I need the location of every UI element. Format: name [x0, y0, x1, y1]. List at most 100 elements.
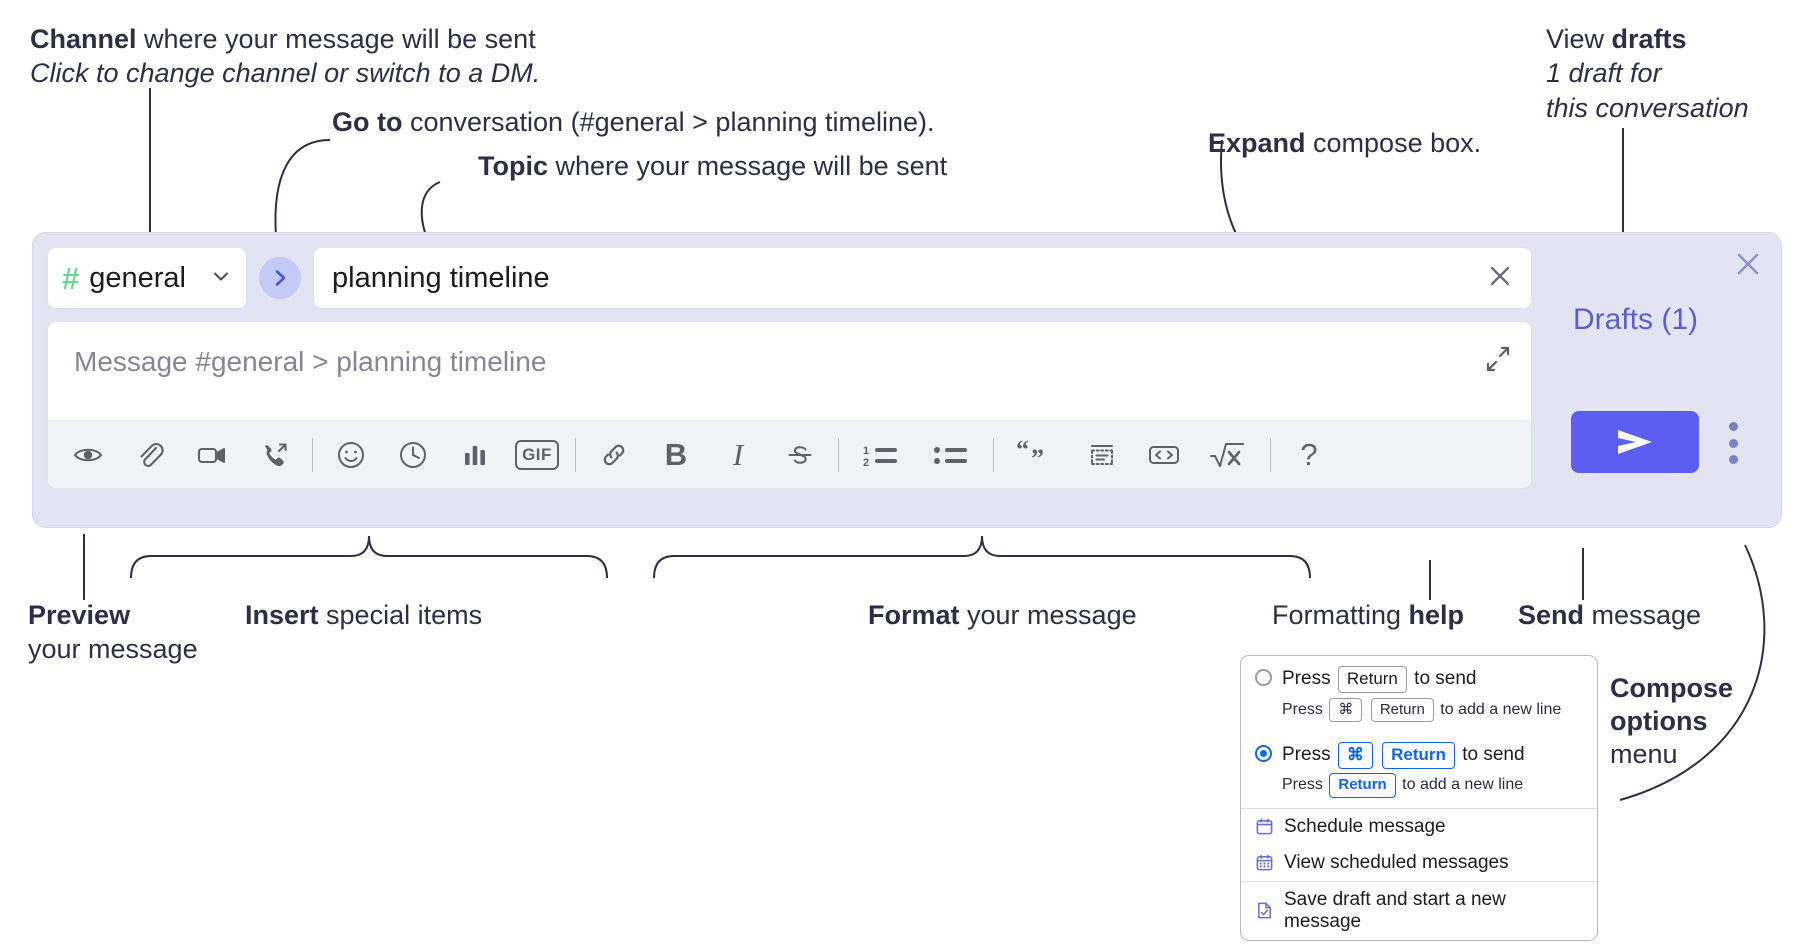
calendar-grid-icon	[1255, 853, 1274, 872]
opt2sub-post: to add a new line	[1402, 776, 1524, 794]
menu-item-schedule-message[interactable]: Schedule message	[1241, 809, 1597, 845]
annotation-compose-bold1: Compose	[1610, 673, 1734, 703]
send-option-return[interactable]: Press Return to send	[1241, 656, 1597, 694]
opt1-post: to send	[1414, 668, 1477, 689]
annotation-send: Send message	[1518, 598, 1701, 632]
expand-icon[interactable]	[1483, 344, 1513, 379]
annotation-send-rest: message	[1584, 600, 1702, 630]
svg-text:1: 1	[863, 445, 869, 457]
annotation-help-pre: Formatting	[1272, 600, 1409, 630]
close-icon[interactable]	[1733, 249, 1763, 279]
dot-2	[1728, 438, 1738, 448]
compose-options-button[interactable]	[1721, 417, 1745, 469]
annotation-preview-sub: your message	[28, 634, 198, 665]
go-to-conversation-button[interactable]	[259, 257, 301, 299]
send-option-return-label: Press Return to send	[1282, 665, 1477, 694]
annotation-expand: Expand compose box.	[1208, 126, 1481, 160]
preview-icon[interactable]	[64, 431, 112, 479]
clear-topic-icon[interactable]	[1485, 261, 1515, 296]
annotation-topic: Topic where your message will be sent	[478, 149, 947, 183]
annotation-insert-bold: Insert	[245, 600, 319, 630]
composer-header-row: # general planning timeline	[47, 247, 1532, 309]
send-option-cmd-return-sub: Press Return to add a new line	[1241, 769, 1597, 807]
menu-item-view-scheduled[interactable]: View scheduled messages	[1241, 845, 1597, 881]
annotation-goto: Go to conversation (#general > planning …	[332, 105, 935, 139]
blockquote-icon[interactable]: “ ”	[1008, 431, 1064, 479]
opt2sub-pre: Press	[1282, 776, 1323, 794]
hash-icon: #	[62, 260, 80, 296]
annotation-insert-rest: special items	[318, 600, 483, 630]
attachment-icon[interactable]	[126, 431, 174, 479]
annotation-preview-bold: Preview	[28, 600, 131, 630]
opt1sub-pre: Press	[1282, 700, 1323, 718]
poll-icon[interactable]	[451, 431, 499, 479]
annotation-format: Format your message	[868, 598, 1137, 632]
radio-cmd-return[interactable]	[1255, 744, 1272, 762]
annotation-insert: Insert special items	[245, 598, 482, 632]
annotation-format-bold: Format	[868, 600, 960, 630]
chevron-down-icon	[210, 265, 232, 292]
math-icon[interactable]	[1202, 431, 1256, 479]
gif-label: GIF	[515, 439, 559, 470]
menu-item-save-draft[interactable]: Save draft and start a new message	[1241, 882, 1597, 940]
annotation-channel-bold: Channel	[30, 24, 137, 54]
annotation-compose-rest: menu	[1610, 738, 1678, 769]
annotation-expand-rest: compose box.	[1305, 128, 1482, 158]
channel-selector[interactable]: # general	[47, 247, 247, 309]
channel-name-label: general	[89, 261, 186, 294]
code-icon[interactable]	[1140, 431, 1188, 479]
clock-icon[interactable]	[389, 431, 437, 479]
key-return: Return	[1337, 666, 1407, 693]
drafts-link[interactable]: Drafts (1)	[1573, 303, 1699, 336]
bold-icon[interactable]: B	[664, 437, 688, 472]
save-draft-icon	[1255, 901, 1274, 920]
annotation-preview: Preview your message	[28, 598, 198, 667]
opt1sub-post: to add a new line	[1440, 700, 1562, 718]
toolbar-divider-2	[575, 437, 576, 472]
video-icon[interactable]	[188, 431, 236, 479]
message-input-box[interactable]: Message #general > planning timeline	[47, 321, 1532, 489]
compose-options-menu: Press Return to send Press ⌘ Return to a…	[1240, 655, 1598, 941]
opt2-pre: Press	[1282, 743, 1331, 765]
toolbar-divider	[312, 437, 313, 472]
annotation-compose-options: Compose options menu	[1610, 672, 1733, 771]
dot-3	[1728, 455, 1738, 464]
menu-item-view-scheduled-label: View scheduled messages	[1284, 851, 1509, 873]
send-option-return-sub: Press ⌘ Return to add a new line	[1241, 694, 1597, 732]
radio-return[interactable]	[1255, 669, 1272, 686]
annotation-send-bold: Send	[1518, 600, 1585, 630]
audio-clip-icon[interactable]	[250, 431, 298, 479]
key-command: ⌘	[1329, 697, 1363, 722]
send-option-cmd-return[interactable]: Press ⌘ Return to send	[1241, 732, 1597, 770]
topic-field[interactable]: planning timeline	[313, 247, 1532, 309]
formatting-toolbar: GIF B	[48, 420, 1531, 488]
code-block-icon[interactable]	[1078, 431, 1126, 479]
key-return-2: Return	[1370, 697, 1434, 722]
annotation-topic-bold: Topic	[478, 151, 548, 181]
menu-item-schedule-label: Schedule message	[1284, 815, 1446, 837]
annotation-goto-bold: Go to	[332, 107, 403, 137]
link-icon[interactable]	[590, 431, 638, 479]
svg-text:”: ”	[1031, 444, 1044, 470]
annotation-channel: Channel where your message will be sent …	[30, 22, 540, 91]
ordered-list-icon[interactable]: 1 2	[853, 431, 909, 479]
right-rail: Drafts (1)	[1549, 233, 1781, 527]
send-button[interactable]	[1571, 411, 1699, 473]
calendar-icon	[1255, 817, 1274, 836]
annotation-expand-bold: Expand	[1208, 128, 1306, 158]
bulleted-list-icon[interactable]	[923, 431, 979, 479]
annotation-drafts-sub1: 1 draft for	[1546, 58, 1662, 89]
strikethrough-icon[interactable]	[776, 431, 824, 479]
emoji-icon[interactable]	[327, 431, 375, 479]
annotation-formatting-help: Formatting help	[1272, 598, 1464, 632]
formatting-help-icon[interactable]: ?	[1285, 431, 1333, 479]
help-label: ?	[1300, 437, 1318, 472]
gif-icon[interactable]: GIF	[513, 431, 561, 479]
chevron-right-icon	[275, 270, 286, 286]
svg-text:“: “	[1016, 440, 1029, 464]
key-return-blue-2: Return	[1329, 773, 1396, 798]
annotation-drafts-sub2: this conversation	[1546, 92, 1749, 123]
toolbar-divider-5	[1270, 437, 1271, 472]
italic-icon[interactable]: I	[732, 437, 744, 472]
